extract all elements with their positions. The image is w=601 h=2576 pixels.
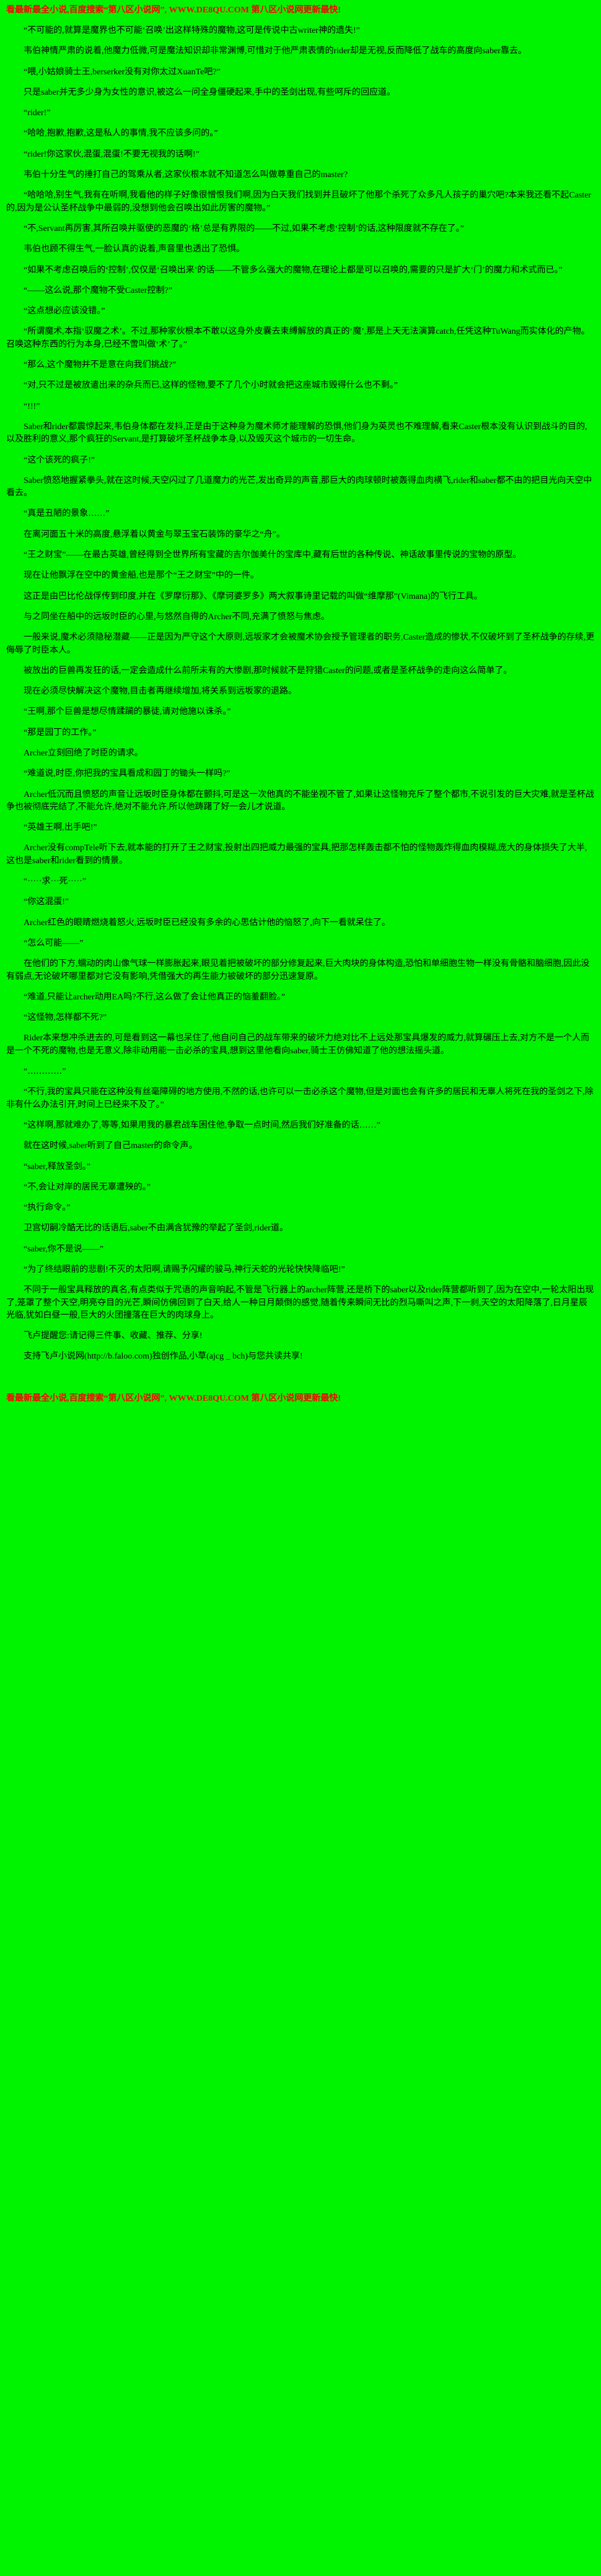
novel-paragraph: “这个该死的疯子!” [24, 455, 95, 465]
novel-paragraph: “这样啊,那就难办了,等等,如果用我的暴君战车困住他,争取一点时间,然后我们好准… [24, 1120, 380, 1130]
novel-paragraph: Saber和rider都震惊起来,韦伯身体都在发抖,正是由于这种身为魔术师才能理… [6, 422, 587, 445]
novel-paragraph: 卫宫切嗣冷酷无比的话语后,saber不由满含犹豫的举起了圣剑,rider道。 [24, 1224, 288, 1234]
novel-paragraph: “王之财宝”——在最古英雄,曾经得到全世界所有宝藏的吉尔伽美什的宝库中,藏有后世… [24, 550, 522, 560]
novel-paragraph: 韦伯十分生气的捶打自己的驾乘从者,这家伙根本就不知道怎么叫做尊重自己的maste… [24, 170, 348, 180]
novel-paragraph: “!!!” [24, 401, 40, 411]
novel-paragraph: 不同于一般宝具释放的真名,有点类似于咒语的声音响起,不管是飞行器上的archer… [6, 1286, 594, 1320]
novel-paragraph: “难道,只能让archer动用EA吗?不行,这么做了会让他真正的恼羞翻脸。” [24, 992, 286, 1002]
novel-paragraph: “王啊,那个巨兽是想尽情蹂躏的暴徒,请对他施以诛杀。” [24, 707, 231, 717]
novel-paragraph: Archer没有compTele听下去,就本能的打开了王之财宝,投射出四把威力最… [6, 843, 587, 866]
novel-paragraph: 飞卢提醒您:请记得三件事、收藏、推荐、分享! [24, 1331, 203, 1341]
novel-paragraph: “为了终结眼前的悲剧!不灭的太阳啊,请赐予闪耀的骏马,神行天蛇的光轮快快降临吧!… [24, 1265, 345, 1274]
header-notice: 看最新最全小说,百度搜索“第八区小说网”, WWW.DE8QU.COM 第八区小… [6, 6, 341, 15]
novel-paragraph: “对,只不过是被放遣出来的杂兵而已,这样的怪物,要不了几个小时就会把这座城市毁得… [24, 381, 398, 391]
novel-paragraph: “难道说,时臣,你把我的宝具看成和园丁的锄头一样吗?” [24, 769, 230, 779]
novel-paragraph: “怎么可能——” [24, 938, 84, 948]
novel-paragraph: 被放出的巨兽再发狂的话,一定会造成什么前所未有的大惨剧,那时候就不是狩猎Cast… [24, 666, 512, 676]
footer-notice: 看最新最全小说,百度搜索“第八区小说网”, WWW.DE8QU.COM 第八区小… [6, 1393, 341, 1403]
novel-paragraph: 与之同坐在船中的远坂时臣的心里,与悠然自得的Archer不同,充满了愤怒与焦虑。 [24, 612, 330, 622]
novel-paragraph: Archer红色的眼睛燃烧着怒火,远坂时臣已经没有多余的心思估计他的恼怒了,向下… [24, 918, 390, 928]
novel-paragraph: 支持飞卢小说网(http://b.faloo.com)独创作品,小草(ajcg … [24, 1352, 303, 1362]
novel-paragraph: “那是园丁的工作。” [24, 728, 97, 738]
novel-paragraph: “如果不考虑召唤后的‘控制’,仅仅是‘召唤出来’的话——不管多么强大的魔物,在理… [24, 265, 563, 275]
novel-paragraph: “——这么说,那个魔物不受Caster控制?” [24, 285, 172, 295]
novel-paragraph: 这正是由巴比伦战俘传到印度,并在《罗摩衍那》、《摩诃婆罗多》两大叙事诗里记载的叫… [24, 591, 483, 601]
novel-paragraph: “哈哈哈,别生气,我有在听啊,我看他的样子好像很憎恨我们啊,因为白天我们找到并且… [6, 191, 592, 213]
novel-paragraph: “这点想必应该没错。” [24, 307, 105, 316]
novel-paragraph: “这怪物,怎样都不死?” [24, 1013, 107, 1023]
novel-paragraph: “rider!你这家伙,混蛋,混蛋!不要无视我的话啊!” [24, 149, 200, 159]
novel-paragraph: 韦伯神情严肃的说着,他魔力低微,可是魔法知识却非常渊博,可惜对于他严肃表情的ri… [24, 46, 527, 56]
novel-paragraph: 只是saber并无多少身为女性的意识,被这么一问全身僵硬起来,手中的圣剑出现,有… [24, 87, 396, 97]
novel-paragraph: Archer低沉而且愤怒的声音让远坂时臣身体都在颤抖,可是这一次他真的不能坐视不… [6, 790, 594, 812]
novel-paragraph: 就在这时候,saber听到了自己master的命令声。 [24, 1141, 198, 1151]
novel-paragraph: “喂,小姑娘骑士王,berserker没有对你太过XuanTe吧?” [24, 67, 221, 77]
novel-paragraph: “哈哈,抱歉,抱歉,这是私人的事情,我不应该多问的。” [24, 129, 218, 139]
novel-body: “不可能的,就算是魔界也不可能‘召唤’出这样特殊的魔物,这可是传说中古write… [6, 25, 595, 1364]
novel-paragraph: 韦伯也顾不得生气,一脸认真的说着,声音里也透出了恐惧。 [24, 245, 245, 255]
novel-paragraph: “所谓魔术,本指‘驭魔之术’。不过,那种家伙根本不敢以这身外皮囊去束缚解放的真正… [6, 327, 590, 349]
novel-paragraph: “英雄王啊,出手吧!” [24, 823, 97, 833]
novel-paragraph: 现在必须尽快解决这个魔物,目击者再继续增加,将关系到远坂家的退路。 [24, 687, 297, 697]
novel-paragraph: 在离河面五十米的高度,悬浮着以黄金与翠玉宝石装饰的豪华之“舟”。 [24, 529, 285, 539]
novel-paragraph: “不行,我的宝具只能在这种没有丝毫障碍的地方使用,不然的话,也许可以一击必杀这个… [6, 1087, 594, 1110]
novel-page: 看最新最全小说,百度搜索“第八区小说网”, WWW.DE8QU.COM 第八区小… [6, 6, 595, 1403]
novel-paragraph: “rider!” [24, 108, 51, 118]
novel-paragraph: “真是丑陋的景象……” [24, 509, 110, 519]
novel-paragraph: “那么,这个魔物并不是意在向我们挑战?” [24, 360, 177, 370]
novel-paragraph: “·····求···死·····” [24, 877, 87, 887]
novel-paragraph: “不,会让对岸的居民无辜遭殃的。” [24, 1182, 151, 1192]
novel-paragraph: “saber,释放圣剑。” [24, 1162, 90, 1172]
novel-paragraph: Rider本来想冲杀进去的,可是看到这一幕也呆住了,他自问自己的战车带来的破坏力… [6, 1033, 590, 1056]
novel-paragraph: “不,Servant再厉害,其所召唤并驱使的恶魔的‘格’总是有界限的——不过,如… [24, 224, 464, 233]
novel-paragraph: Saber愤怒地握紧拳头,就在这时候,天空闪过了几道魔力的光芒,发出奇异的声音,… [6, 476, 592, 498]
novel-paragraph: 一般来说,魔术必须隐秘潜藏——正是因为严守这个大原则,远坂家才会被魔术协会授予管… [6, 633, 595, 655]
novel-paragraph: 现在让他飘浮在空中的黄金船,也是那个“王之财宝”中的一件。 [24, 571, 259, 581]
novel-paragraph: “saber,你不是说——” [24, 1244, 103, 1254]
novel-paragraph: Archer立刻回绝了时臣的请求。 [24, 748, 143, 758]
novel-paragraph: “‥‥‥‥‥‥” [24, 1067, 66, 1077]
novel-paragraph: “不可能的,就算是魔界也不可能‘召唤’出这样特殊的魔物,这可是传说中古write… [24, 26, 360, 35]
novel-paragraph: “你这混蛋!” [24, 897, 69, 907]
novel-paragraph: 在他们的下方,蠕动的肉山像气球一样膨胀起来,眼见着把被破坏的部分修复起来,巨大肉… [6, 959, 590, 981]
novel-paragraph: “执行命令。” [24, 1203, 71, 1213]
